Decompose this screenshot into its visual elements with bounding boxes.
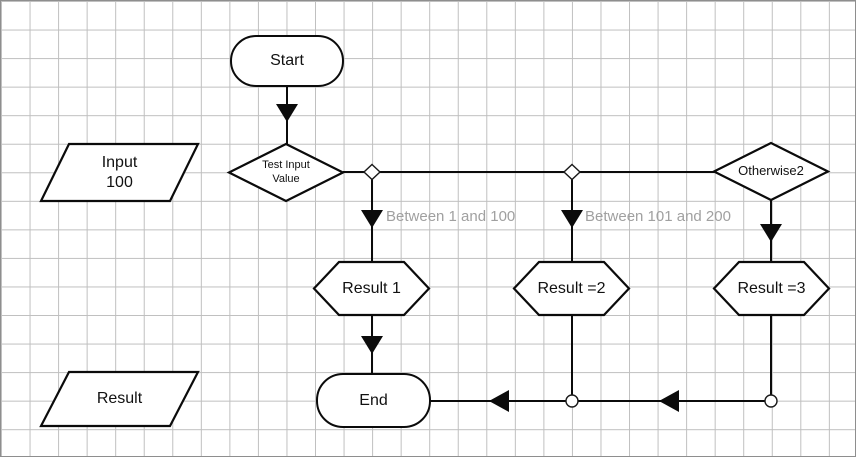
arrowhead-bottom-mid[interactable] [659,390,679,412]
node-label-line: 100 [106,173,133,191]
node-label: Result 1 [342,279,401,297]
node-label-line: Test Input [262,158,310,171]
node-label-line: Input [101,153,138,171]
node-label: Otherwise2 [738,163,804,179]
node-end[interactable]: End [316,373,431,428]
node-test-decision[interactable]: Test Input Value [226,142,346,203]
node-label: Start [270,52,304,69]
node-start[interactable]: Start [230,35,344,87]
arrowhead-branch2[interactable] [561,210,583,228]
junction-circle-1[interactable] [565,394,579,408]
node-label: Test Input Value [262,159,310,187]
node-label: Input 100 [102,153,138,193]
node-result3[interactable]: Result =3 [712,260,831,317]
edge-label-between-101-200[interactable]: Between 101 and 200 [585,208,731,225]
node-result1[interactable]: Result 1 [312,260,431,317]
arrowhead-result1-to-end[interactable] [361,336,383,354]
edge-label-between-1-100[interactable]: Between 1 and 100 [386,208,516,225]
node-label: Result =2 [537,279,606,297]
arrowhead-start-to-test[interactable] [276,104,298,122]
arrowhead-branch1[interactable] [361,210,383,228]
junction-diamond-2[interactable] [562,163,582,181]
node-otherwise-decision[interactable]: Otherwise2 [711,141,831,202]
parallelogram-shape [39,370,200,428]
parallelogram-shape [39,142,200,203]
diamond-shape [711,141,831,202]
junction-circle-2[interactable] [764,394,778,408]
hexagon-shape [312,260,431,317]
node-label: Result =3 [737,279,806,297]
junction-diamond-1[interactable] [362,163,382,181]
hexagon-shape [512,260,631,317]
node-result-output[interactable]: Result [39,370,200,428]
arrowhead-otherwise[interactable] [760,224,782,242]
hexagon-shape [712,260,831,317]
diamond-shape [226,142,346,203]
node-label: End [359,391,388,409]
node-label-line: Value [272,172,300,185]
node-result2[interactable]: Result =2 [512,260,631,317]
arrowhead-into-end[interactable] [489,390,509,412]
node-label: Result [96,390,143,407]
node-input[interactable]: Input 100 [39,142,200,203]
